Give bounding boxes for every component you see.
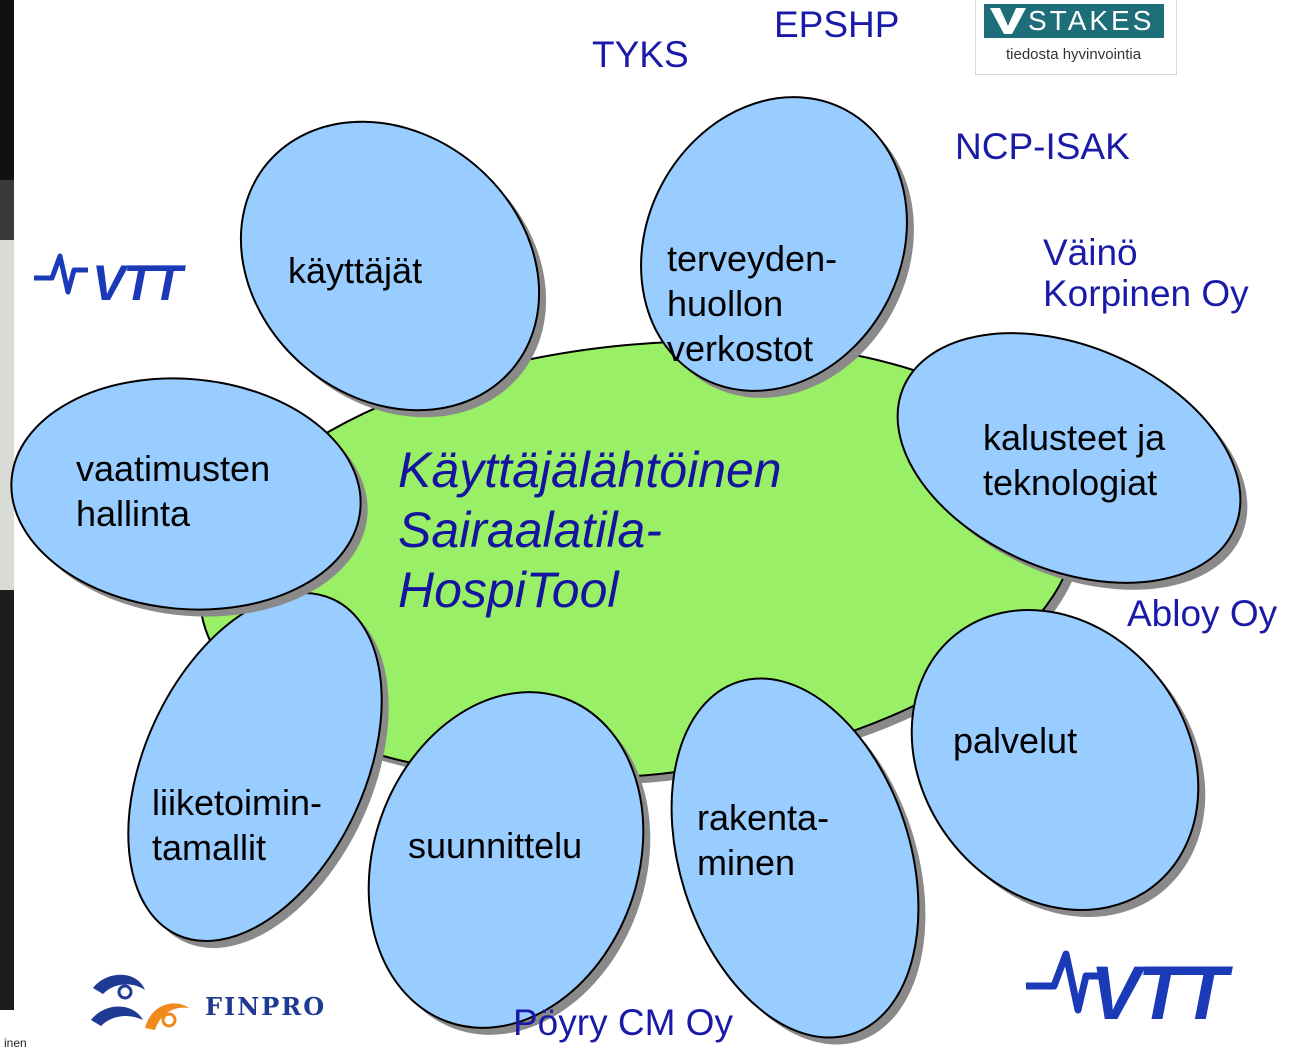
- stakes-logo: STAKES tiedosta hyvinvointia: [975, 0, 1177, 75]
- partner-vaino-korpinen: Väinö Korpinen Oy: [1043, 232, 1249, 314]
- petal-vaatimusten-hallinta: [10, 377, 368, 617]
- petal-kayttajat: [239, 120, 547, 418]
- petal-label-suunnittelu: suunnittelu: [408, 823, 582, 868]
- vtt-logo-icon: [1026, 950, 1104, 1014]
- petal-kayttajat-body: [239, 120, 541, 412]
- stakes-logo-tagline: tiedosta hyvinvointia: [1006, 46, 1142, 63]
- finpro-swirl-icon: [91, 974, 189, 1030]
- petal-terveydenhuollon-verkostot: [640, 96, 914, 398]
- stakes-v-icon: [990, 8, 1026, 34]
- petal-liiketoimintamallit: [127, 592, 389, 948]
- partner-vaino-line-1: Väinö: [1043, 232, 1138, 273]
- petal-label-liiketoimintamallit: liiketoimin- tamallit: [152, 780, 322, 870]
- petal-kalusteet-ja-teknologiat: [896, 332, 1248, 590]
- petal-terveydenhuollon-verkostot-body: [640, 96, 908, 392]
- finpro-logo: FINPRO: [85, 968, 355, 1040]
- petal-kalusteet-ja-teknologiat-body: [896, 332, 1242, 584]
- center-title-line-1: Käyttäjälähtöinen: [398, 442, 782, 498]
- petal-label-line: teknologiat: [983, 462, 1158, 503]
- finpro-logo-text: FINPRO: [205, 992, 327, 1021]
- petal-palvelut: [910, 608, 1206, 918]
- petal-label-line: vaatimusten: [76, 448, 271, 489]
- petal-palvelut-body: [910, 608, 1200, 912]
- petal-vaatimusten-hallinta-body: [10, 377, 362, 611]
- petal-label-line: palvelut: [953, 720, 1078, 761]
- footer-fragment: inen: [4, 1036, 27, 1050]
- petal-label-line: käyttäjät: [288, 250, 423, 291]
- center-ellipse: [198, 340, 1084, 786]
- petal-label-line: tamallit: [152, 827, 267, 868]
- partner-vaino-line-2: Korpinen Oy: [1043, 272, 1249, 314]
- petal-label-line: verkostot: [667, 328, 814, 369]
- stakes-logo-banner: STAKES: [984, 4, 1164, 38]
- vtt-logo-large: VTT: [1020, 940, 1260, 1040]
- vtt-logo-small: VTT: [30, 242, 210, 312]
- petal-label-line: minen: [697, 842, 796, 883]
- partner-poyry: Pöyry CM Oy: [513, 1002, 733, 1043]
- petal-label-kalusteet-ja-teknologiat: kalusteet ja teknologiat: [983, 415, 1165, 505]
- petal-label-vaatimusten-hallinta: vaatimusten hallinta: [76, 446, 270, 536]
- partner-ncp-isak: NCP-ISAK: [955, 126, 1130, 167]
- petal-label-line: rakenta-: [697, 797, 830, 838]
- petal-label-line: suunnittelu: [408, 825, 583, 866]
- petal-rakentaminen-body: [670, 677, 920, 1039]
- stakes-logo-name: STAKES: [1028, 5, 1155, 36]
- vtt-logo-small-text: VTT: [92, 255, 182, 311]
- petal-label-palvelut: palvelut: [953, 718, 1077, 763]
- petal-label-line: liiketoimin-: [152, 782, 323, 823]
- petal-liiketoimintamallit-body: [127, 592, 383, 942]
- center-title-line-3: HospiTool: [398, 562, 619, 618]
- petal-suunnittelu-body: [367, 691, 645, 1029]
- petal-rakentaminen: [670, 677, 926, 1045]
- vtt-logo-large-text: VTT: [1090, 951, 1228, 1036]
- petal-suunnittelu: [367, 691, 651, 1035]
- center-title: Käyttäjälähtöinen Sairaalatila- HospiToo…: [398, 440, 782, 620]
- left-photo-strip: [0, 0, 14, 1010]
- partner-abloy: Abloy Oy: [1127, 593, 1278, 634]
- petal-label-line: terveyden-: [667, 238, 838, 279]
- partner-tyks: TYKS: [592, 34, 689, 75]
- petal-label-kayttajat: käyttäjät: [288, 248, 422, 293]
- petal-label-line: kalusteet ja: [983, 417, 1166, 458]
- vtt-logo-icon: [34, 253, 88, 295]
- petal-label-line: hallinta: [76, 493, 191, 534]
- center-title-line-2: Sairaalatila-: [398, 502, 663, 558]
- partner-epshp: EPSHP: [774, 4, 900, 45]
- petal-label-line: huollon: [667, 283, 784, 324]
- petal-label-terveydenhuollon-verkostot: terveyden- huollon verkostot: [667, 236, 837, 371]
- petal-label-rakentaminen: rakenta- minen: [697, 795, 829, 885]
